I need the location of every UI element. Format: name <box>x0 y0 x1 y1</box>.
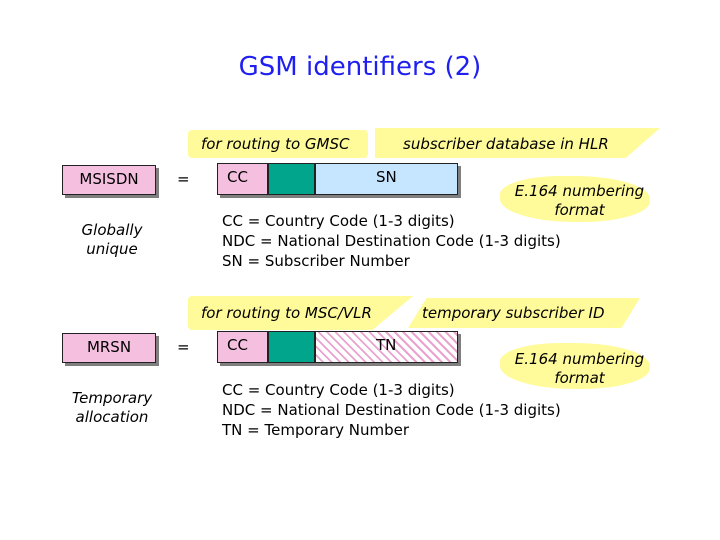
definition-line: TN = Temporary Number <box>222 421 410 439</box>
id-box <box>62 333 156 363</box>
definition-line: CC = Country Code (1-3 digits) <box>222 212 455 230</box>
cc-label: CC <box>227 168 248 186</box>
sn-label: SN <box>376 168 397 186</box>
subscriber-label: temporary subscriber ID <box>422 304 605 322</box>
temporary-allocation-note: Temporary allocation <box>71 389 153 426</box>
definition-line: NDC = National Destination Code (1-3 dig… <box>222 401 561 419</box>
highlight-numbering <box>500 343 650 389</box>
sn-field <box>315 163 458 195</box>
highlight-routing <box>188 130 368 158</box>
cc-field <box>217 331 268 363</box>
routing-label: for routing to MSC/VLR <box>201 304 372 322</box>
definition-line: SN = Subscriber Number <box>222 252 410 270</box>
numbering-format: E.164 numbering format <box>514 182 645 219</box>
id-name: MSISDN <box>79 170 139 188</box>
numbering-format: E.164 numbering format <box>514 350 645 387</box>
subscriber-label: subscriber database in HLR <box>403 135 609 153</box>
cc-label: CC <box>227 336 248 354</box>
highlight-numbering <box>500 176 650 222</box>
highlight-routing <box>188 296 413 330</box>
tn-field <box>315 331 458 363</box>
definition-line: NDC = National Destination Code (1-3 dig… <box>222 232 561 250</box>
globally-unique-note: Globally unique <box>81 221 143 258</box>
tn-label: TN <box>376 336 397 354</box>
highlight-subscriber <box>375 128 660 158</box>
cc-field <box>217 163 268 195</box>
routing-label: for routing to GMSC <box>201 135 350 153</box>
definition-line: CC = Country Code (1-3 digits) <box>222 381 455 399</box>
id-name: MRSN <box>86 338 132 356</box>
equals-sign: = <box>177 170 190 188</box>
ndc-field <box>268 331 315 363</box>
highlight-subscriber <box>408 298 640 328</box>
page-title: GSM identifiers (2) <box>238 52 482 82</box>
ndc-field <box>268 163 315 195</box>
id-box <box>62 165 156 195</box>
equals-sign: = <box>177 338 190 356</box>
